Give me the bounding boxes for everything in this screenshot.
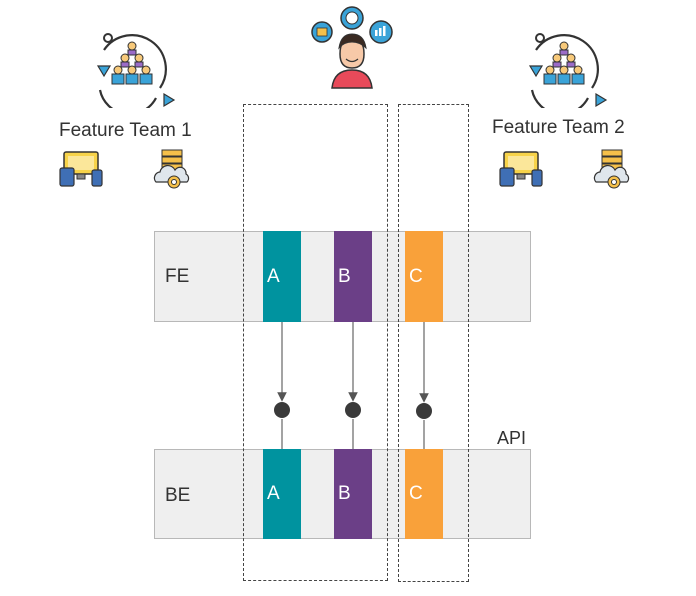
team2-label: Feature Team 2 [492,117,625,138]
be-block-a: A [263,449,301,539]
api-node-c [416,403,432,419]
fe-block-b: B [334,231,372,322]
cloud-server-icon [593,149,630,189]
api-label: API [497,428,527,448]
be-layer-label: BE [165,485,191,506]
be-block-b: B [334,449,372,539]
devices-icon [59,151,103,187]
team2-boundary [398,104,469,582]
be-block-c: C [405,449,443,539]
fe-layer-label: FE [165,266,190,287]
fe-block-a: A [263,231,301,322]
team1-label: Feature Team 1 [59,120,192,141]
team-cycle-icon [96,33,176,108]
api-node-a [274,402,290,418]
team-cycle-icon [528,33,608,108]
person-icon [311,6,393,89]
api-node-b [345,402,361,418]
devices-icon [499,151,543,187]
team1-boundary [243,104,388,581]
fe-block-c: C [405,231,443,322]
cloud-server-icon [153,149,190,189]
